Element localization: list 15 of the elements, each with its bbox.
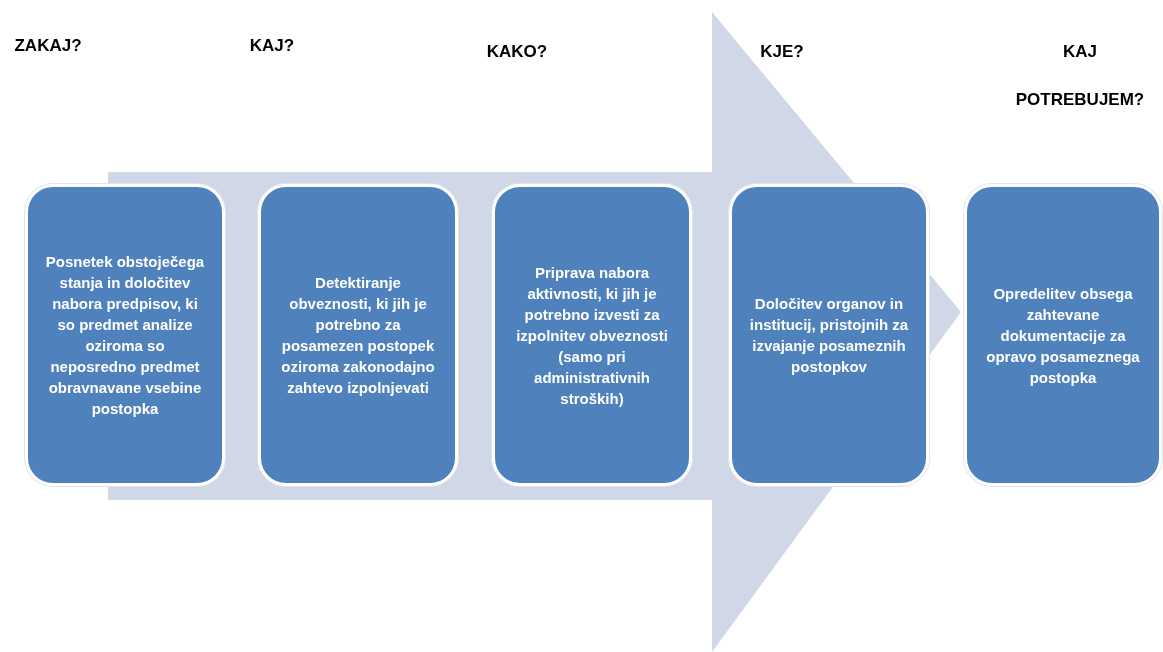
column-heading: KAJ?: [248, 35, 296, 57]
process-box: [25, 184, 225, 486]
column-heading: KAKO?: [485, 41, 549, 63]
process-box: [964, 184, 1162, 486]
step-text: Priprava nabora aktivnosti, ki jih je potrebno izvesti za izpolnitev obveznosti (samo pri administrativnih stroških): [515, 262, 669, 409]
process-box: [492, 184, 692, 486]
step-text: Detektiranje obveznosti, ki jih je potrebno za posamezen postopek oziroma zakonodajno zahtevo izpolnjevati: [280, 273, 436, 398]
column-heading: KAJ POTREBUJEM?: [1014, 41, 1146, 111]
step-text: Opredelitev obsega zahtevane dokumentacije za opravo posameznega postopka: [985, 283, 1141, 388]
process-box: [258, 184, 458, 486]
step-text: Posnetek obstoječega stanja in določitev nabora predpisov, ki so predmet analize oziroma so neposredno predmet obravnavane vsebine postopka: [44, 252, 206, 419]
process-box: [729, 184, 929, 486]
step-text: Določitev organov in institucij, pristojnih za izvajanje posameznih postopkov: [748, 294, 910, 377]
column-heading: ZAKAJ?: [13, 35, 83, 57]
column-heading: KJE?: [759, 41, 805, 63]
